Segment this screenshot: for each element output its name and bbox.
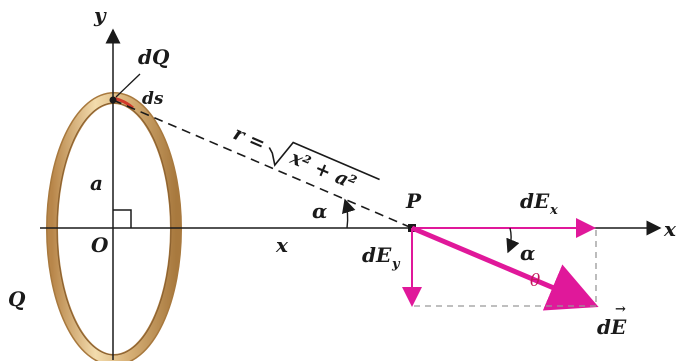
- dEy-label: dE y: [362, 243, 401, 272]
- point-p-label: P: [405, 189, 422, 213]
- vector-dE: [411, 225, 599, 311]
- dEx-label: dE x: [520, 189, 558, 218]
- svg-text:x² + a²: x² + a²: [286, 146, 359, 194]
- x-distance-label: x: [275, 233, 289, 257]
- alpha-right-label: α: [520, 241, 535, 265]
- sqrt-sign: [268, 141, 380, 181]
- svg-text:→: →: [615, 302, 626, 317]
- charged-ring: [46, 92, 182, 361]
- dq-label: dQ: [138, 45, 170, 69]
- y-axis-label: y: [93, 3, 107, 27]
- radius-label: a: [90, 171, 103, 195]
- distance-line-r: [112, 99, 413, 229]
- alpha-left-label: α: [312, 199, 327, 223]
- ring-charge-label: Q: [8, 287, 26, 311]
- dq-pointer: [115, 73, 141, 98]
- ds-label: ds: [142, 89, 164, 109]
- origin-label: O: [91, 233, 109, 257]
- alpha-arc-right: [506, 227, 520, 254]
- svg-text:y: y: [391, 257, 401, 272]
- dE-label: dE →: [597, 302, 627, 339]
- alpha-arc-left: [342, 198, 356, 229]
- svg-text:dE: dE: [520, 189, 550, 213]
- x-axis-end-label: x: [663, 217, 677, 241]
- svg-text:dE: dE: [597, 315, 627, 339]
- charge-element-dot: [109, 96, 117, 104]
- theta-label: θ: [530, 271, 540, 291]
- formula-r: r = x² + a²: [230, 122, 380, 194]
- right-angle-marker: [113, 209, 132, 228]
- svg-text:x: x: [549, 203, 558, 218]
- svg-text:r =: r =: [230, 122, 269, 155]
- svg-text:dE: dE: [362, 243, 392, 267]
